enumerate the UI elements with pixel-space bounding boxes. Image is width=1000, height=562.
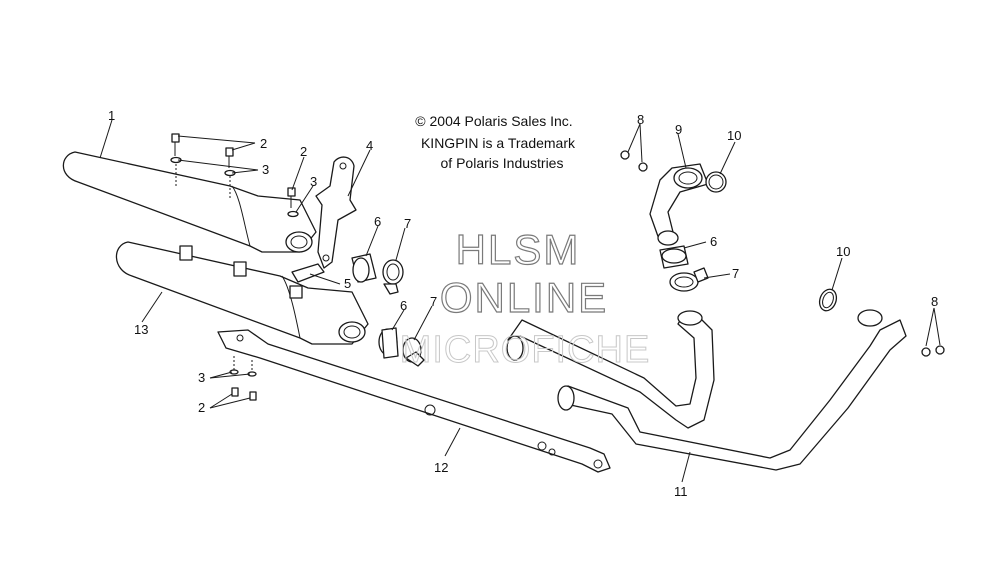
elbow-sleeve-and-clamp [659,245,709,292]
callout-8-right: 8 [931,294,938,309]
copyright-line-1: © 2004 Polaris Sales Inc. [415,113,572,129]
mounting-bracket [315,156,357,269]
exhaust-elbow [649,163,709,246]
gasket-right [818,288,838,312]
watermark: HLSM ONLINE MICROFICHE [399,225,651,371]
callout-7-upper: 7 [404,216,411,231]
watermark-line-1: HLSM [456,226,581,273]
callout-labels: 1 2 3 2 3 4 5 6 7 6 7 8 9 10 6 7 10 8 3 … [108,108,938,499]
callout-6-lower: 6 [400,298,407,313]
callout-13: 13 [134,322,148,337]
callout-11: 11 [674,484,688,499]
lower-muffler [115,241,369,345]
copyright-line-3: of Polaris Industries [441,155,564,171]
callout-2-upper: 2 [260,136,267,151]
small-bracket [291,263,325,283]
sleeve-and-clamp-lower [378,327,425,367]
callout-6-upper: 6 [374,214,381,229]
watermark-line-2: ONLINE [440,274,608,321]
callout-3-upper: 3 [262,162,269,177]
callout-10-upper: 10 [727,128,741,143]
callout-8-upper: 8 [637,112,644,127]
copyright-note: © 2004 Polaris Sales Inc. KINGPIN is a T… [415,113,576,171]
callout-1: 1 [108,108,115,123]
callout-3-lower: 3 [198,370,205,385]
leader-lines [99,119,941,483]
copyright-line-2: KINGPIN is a Trademark [421,135,576,151]
callout-12: 12 [434,460,448,475]
bolts-lower [229,356,257,401]
nuts-upper [620,150,648,172]
head-pipe-assembly [506,309,907,471]
callout-2-lower: 2 [198,400,205,415]
watermark-line-3: MICROFICHE [400,329,651,371]
callout-2-mid: 2 [300,144,307,159]
callout-3-mid: 3 [310,174,317,189]
callout-7-lower: 7 [430,294,437,309]
callout-6-elbow: 6 [710,234,717,249]
callout-9: 9 [675,122,682,137]
sleeve-and-clamp-upper [351,253,404,295]
nuts-right [921,345,945,357]
callout-10-right: 10 [836,244,850,259]
bolts-upper [170,133,299,218]
upper-muffler [62,151,317,253]
callout-5: 5 [344,276,351,291]
callout-7-elbow: 7 [732,266,739,281]
callout-4: 4 [366,138,373,153]
support-rail [217,329,611,473]
